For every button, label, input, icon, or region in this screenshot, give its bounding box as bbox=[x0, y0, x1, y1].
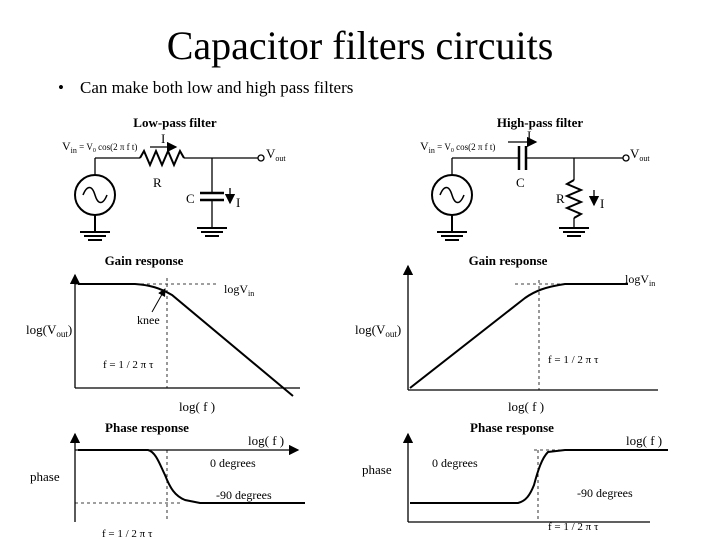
phase-curve bbox=[410, 449, 668, 504]
high-logvin-label: logVin bbox=[625, 272, 655, 288]
vout-terminal bbox=[622, 154, 630, 162]
high-phase-heading: Phase response bbox=[470, 420, 554, 435]
low-logvin-label: logVin bbox=[224, 282, 254, 298]
low-phase-plot bbox=[69, 432, 305, 522]
high-gain-xlabel: log( f ) bbox=[508, 399, 544, 414]
high-phase-plot bbox=[402, 432, 668, 523]
vout-terminal bbox=[257, 154, 265, 162]
low-minus90-degrees: -90 degrees bbox=[216, 488, 272, 502]
high-gain-plot bbox=[402, 264, 658, 391]
high-current-label: I bbox=[527, 128, 531, 143]
high-gain-ylabel: log(Vout) bbox=[355, 322, 401, 339]
low-phase-ylabel: phase bbox=[30, 469, 60, 484]
high-zero-degrees: 0 degrees bbox=[432, 456, 478, 470]
high-pass-circuit bbox=[431, 136, 630, 241]
gain-curve bbox=[409, 283, 628, 389]
resistor-icon bbox=[139, 148, 185, 168]
knee-label: knee bbox=[137, 313, 160, 327]
bullet-item: • Can make both low and high pass filters bbox=[58, 78, 353, 98]
phase-curve bbox=[78, 449, 305, 504]
ground-icon bbox=[197, 227, 227, 237]
high-minus90-degrees: -90 degrees bbox=[577, 486, 633, 500]
ground-icon bbox=[437, 215, 467, 241]
low-cutoff-label: f = 1 / 2 π τ bbox=[103, 359, 154, 371]
knee-arrow bbox=[151, 288, 166, 313]
low-pass-circuit bbox=[74, 141, 265, 241]
high-phase-ylabel: phase bbox=[362, 462, 392, 477]
high-pass-heading: High-pass filter bbox=[497, 115, 584, 130]
high-gain-heading: Gain response bbox=[469, 253, 548, 268]
high-phase-cutoff-label: f = 1 / 2 π τ bbox=[548, 521, 599, 533]
low-current-label-2: I bbox=[236, 195, 240, 210]
high-phase-xlabel: log( f ) bbox=[626, 433, 662, 448]
low-gain-heading: Gain response bbox=[105, 253, 184, 268]
gain-curve bbox=[78, 283, 294, 397]
high-current-label-2: I bbox=[600, 196, 604, 211]
low-current-label: I bbox=[161, 131, 165, 146]
low-gain-plot bbox=[69, 273, 300, 397]
low-resistor-label: R bbox=[153, 175, 162, 190]
low-phase-xlabel: log( f ) bbox=[248, 433, 284, 448]
page-title: Capacitor filters circuits bbox=[166, 23, 554, 68]
low-zero-degrees: 0 degrees bbox=[210, 456, 256, 470]
bullet-marker: • bbox=[58, 78, 64, 97]
ground-icon bbox=[559, 227, 589, 237]
low-gain-xlabel: log( f ) bbox=[179, 399, 215, 414]
low-vout-label: Vout bbox=[266, 146, 286, 163]
low-gain-ylabel: log(Vout) bbox=[26, 322, 72, 339]
bullet-text: Can make both low and high pass filters bbox=[80, 78, 354, 97]
high-cutoff-label: f = 1 / 2 π τ bbox=[548, 354, 599, 366]
low-phase-heading: Phase response bbox=[105, 420, 189, 435]
ground-icon bbox=[80, 215, 110, 241]
low-pass-heading: Low-pass filter bbox=[133, 115, 217, 130]
high-resistor-label: R bbox=[556, 191, 565, 206]
high-capacitor-label: C bbox=[516, 175, 525, 190]
low-vin-label: Vin = V0 cos(2 π f t) bbox=[62, 139, 137, 155]
high-vin-label: Vin = V0 cos(2 π f t) bbox=[420, 139, 495, 155]
low-capacitor-label: C bbox=[186, 191, 195, 206]
high-vout-label: Vout bbox=[630, 146, 650, 163]
resistor-icon bbox=[564, 179, 584, 219]
low-phase-cutoff-label: f = 1 / 2 π τ bbox=[102, 528, 153, 540]
